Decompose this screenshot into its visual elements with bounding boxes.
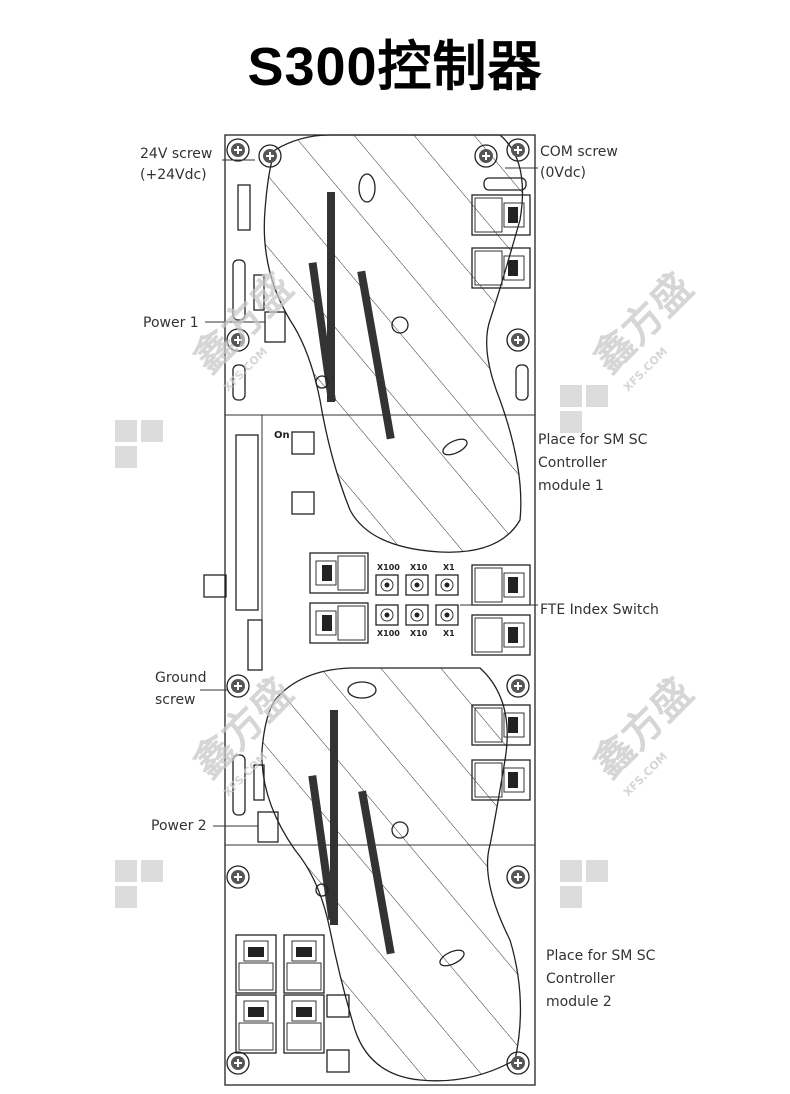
x100-label: X100 (377, 563, 400, 572)
label-module-2: module 2 (546, 994, 612, 1010)
x100-label: X100 (377, 629, 400, 638)
power-1-connector (264, 311, 286, 343)
label-module-2: Place for SM SC (546, 948, 656, 964)
label-24v-screw: 24V screw (140, 146, 212, 162)
label-ground-screw: screw (155, 692, 196, 708)
label-module-1: Place for SM SC (538, 432, 648, 448)
label-module-1: module 1 (538, 478, 604, 494)
page-title: S300控制器 (247, 37, 543, 97)
module-2-placeholder (261, 667, 522, 1082)
label-com-screw-voltage: (0Vdc) (540, 165, 586, 181)
label-24v-screw-voltage: (+24Vdc) (140, 167, 207, 183)
label-power-2: Power 2 (151, 818, 207, 834)
on-button (291, 431, 315, 455)
label-fte-index-switch: FTE Index Switch (540, 602, 659, 618)
label-com-screw: COM screw (540, 144, 618, 160)
x10-label: X10 (410, 563, 428, 572)
label-power-1: Power 1 (143, 315, 199, 331)
power-2-connector (257, 811, 279, 843)
label-module-1: Controller (538, 455, 607, 471)
on-label: On (274, 430, 290, 441)
label-ground-screw: Ground (155, 670, 207, 686)
x1-label: X1 (443, 629, 455, 638)
x10-label: X10 (410, 629, 428, 638)
fte-index-switch: X100 X10 X1 X100 X10 X1 (375, 563, 459, 638)
x1-label: X1 (443, 563, 455, 572)
module-1-placeholder (263, 134, 524, 553)
label-module-2: Controller (546, 971, 615, 987)
terminal-block (235, 434, 259, 611)
